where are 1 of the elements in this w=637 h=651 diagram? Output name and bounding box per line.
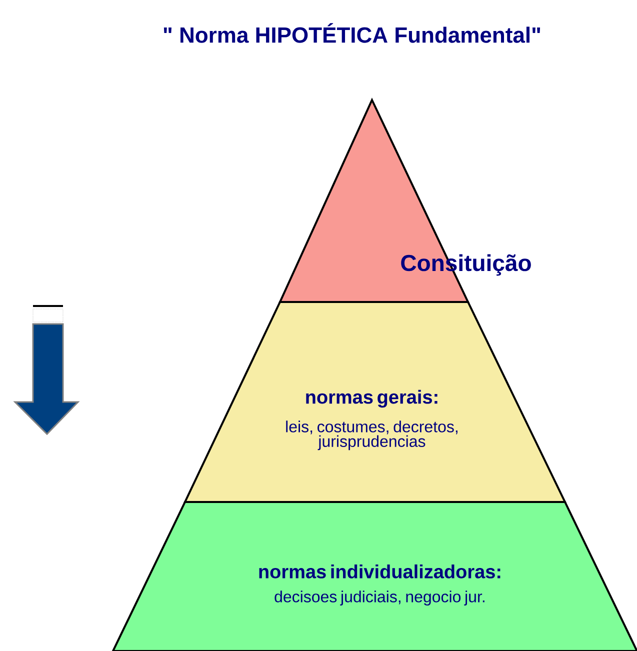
title: " Norma HIPOTÉTICA Fundamental"	[164, 23, 540, 43]
